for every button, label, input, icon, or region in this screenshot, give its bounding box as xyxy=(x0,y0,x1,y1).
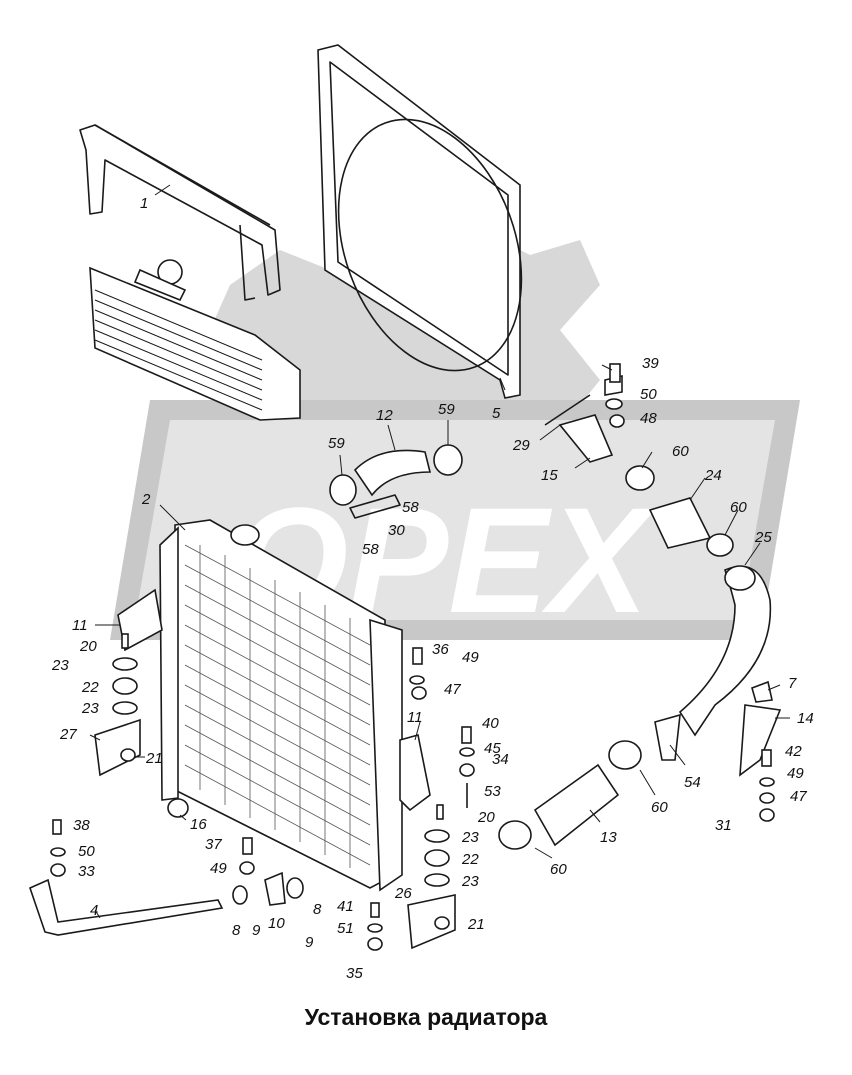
callout-2: 2 xyxy=(141,491,151,508)
hose-24 xyxy=(625,465,734,557)
callout-11a: 11 xyxy=(72,617,88,634)
small-radiator xyxy=(89,259,301,421)
callout-50b: 50 xyxy=(78,843,95,860)
upper-bracket xyxy=(79,124,281,301)
callout-14: 14 xyxy=(797,710,814,727)
mount-26 xyxy=(407,894,456,950)
callout-16: 16 xyxy=(190,816,207,833)
fan-shroud xyxy=(317,44,523,399)
callout-40: 40 xyxy=(482,715,499,732)
callout-60b: 60 xyxy=(730,499,747,516)
callout-7: 7 xyxy=(788,675,797,692)
callout-47b: 47 xyxy=(790,788,807,805)
callout-53: 53 xyxy=(484,783,501,800)
bracket-14 xyxy=(739,680,782,777)
callout-37: 37 xyxy=(205,836,222,853)
callout-54: 54 xyxy=(684,774,701,791)
callout-50a: 50 xyxy=(640,386,657,403)
callout-49b: 49 xyxy=(210,860,227,877)
callout-8a: 8 xyxy=(232,922,241,939)
callout-58a: 58 xyxy=(402,499,419,516)
callout-23b: 23 xyxy=(81,700,99,717)
bracket-11-right xyxy=(399,733,431,812)
callout-45: 45 xyxy=(484,740,501,757)
callout-23d: 23 xyxy=(461,873,479,890)
callout-60c: 60 xyxy=(651,799,668,816)
callout-38: 38 xyxy=(73,817,90,834)
pads-left xyxy=(112,657,138,715)
callout-35: 35 xyxy=(346,965,363,982)
callout-15: 15 xyxy=(541,467,558,484)
callout-60d: 60 xyxy=(550,861,567,878)
leader-lines xyxy=(89,184,790,919)
callout-9b: 9 xyxy=(305,934,314,951)
callout-23c: 23 xyxy=(461,829,479,846)
rod-4 xyxy=(29,878,224,936)
callout-59a: 59 xyxy=(328,435,345,452)
callout-51: 51 xyxy=(337,920,354,937)
fasteners xyxy=(50,363,775,951)
callout-48: 48 xyxy=(640,410,657,427)
pads-right xyxy=(424,829,450,887)
callout-21a: 21 xyxy=(145,750,163,767)
callout-49c: 49 xyxy=(787,765,804,782)
diagram-caption: Установка радиатора xyxy=(304,1004,548,1030)
callout-29: 29 xyxy=(512,437,530,454)
callout-24: 24 xyxy=(704,467,722,484)
callout-47a: 47 xyxy=(444,681,461,698)
callout-58b: 58 xyxy=(362,541,379,558)
callout-39: 39 xyxy=(642,355,659,372)
callout-labels: 1 2 4 5 7 8 8 9 9 10 11 11 12 13 14 15 1… xyxy=(51,195,814,982)
main-radiator xyxy=(159,519,403,892)
callout-11b: 11 xyxy=(407,709,423,726)
callout-59b: 59 xyxy=(438,401,455,418)
callout-42: 42 xyxy=(785,743,802,760)
callout-41: 41 xyxy=(337,898,354,915)
callout-33: 33 xyxy=(78,863,95,880)
callout-1: 1 xyxy=(140,195,148,212)
callout-31: 31 xyxy=(715,817,732,834)
callout-8b: 8 xyxy=(313,901,322,918)
upper-hose-group xyxy=(329,444,463,519)
callout-13: 13 xyxy=(600,829,617,846)
callout-49a: 49 xyxy=(462,649,479,666)
callout-4: 4 xyxy=(90,902,98,919)
callout-5: 5 xyxy=(492,405,501,422)
callout-20a: 20 xyxy=(79,638,97,655)
callout-10: 10 xyxy=(268,915,285,932)
callout-9a: 9 xyxy=(252,922,261,939)
callout-30: 30 xyxy=(388,522,405,539)
callout-20b: 20 xyxy=(477,809,495,826)
callout-60a: 60 xyxy=(672,443,689,460)
lower-hose-group xyxy=(498,713,681,850)
callout-21b: 21 xyxy=(467,916,485,933)
callout-27: 27 xyxy=(59,726,77,743)
callout-36: 36 xyxy=(432,641,449,658)
callout-22b: 22 xyxy=(461,851,479,868)
callout-12: 12 xyxy=(376,407,393,424)
callout-23a: 23 xyxy=(51,657,69,674)
pipe-25 xyxy=(678,565,772,737)
callout-34: 34 xyxy=(492,751,509,768)
callout-26: 26 xyxy=(394,885,412,902)
mount-27 xyxy=(94,718,141,777)
callout-22a: 22 xyxy=(81,679,99,696)
callout-25: 25 xyxy=(754,529,772,546)
